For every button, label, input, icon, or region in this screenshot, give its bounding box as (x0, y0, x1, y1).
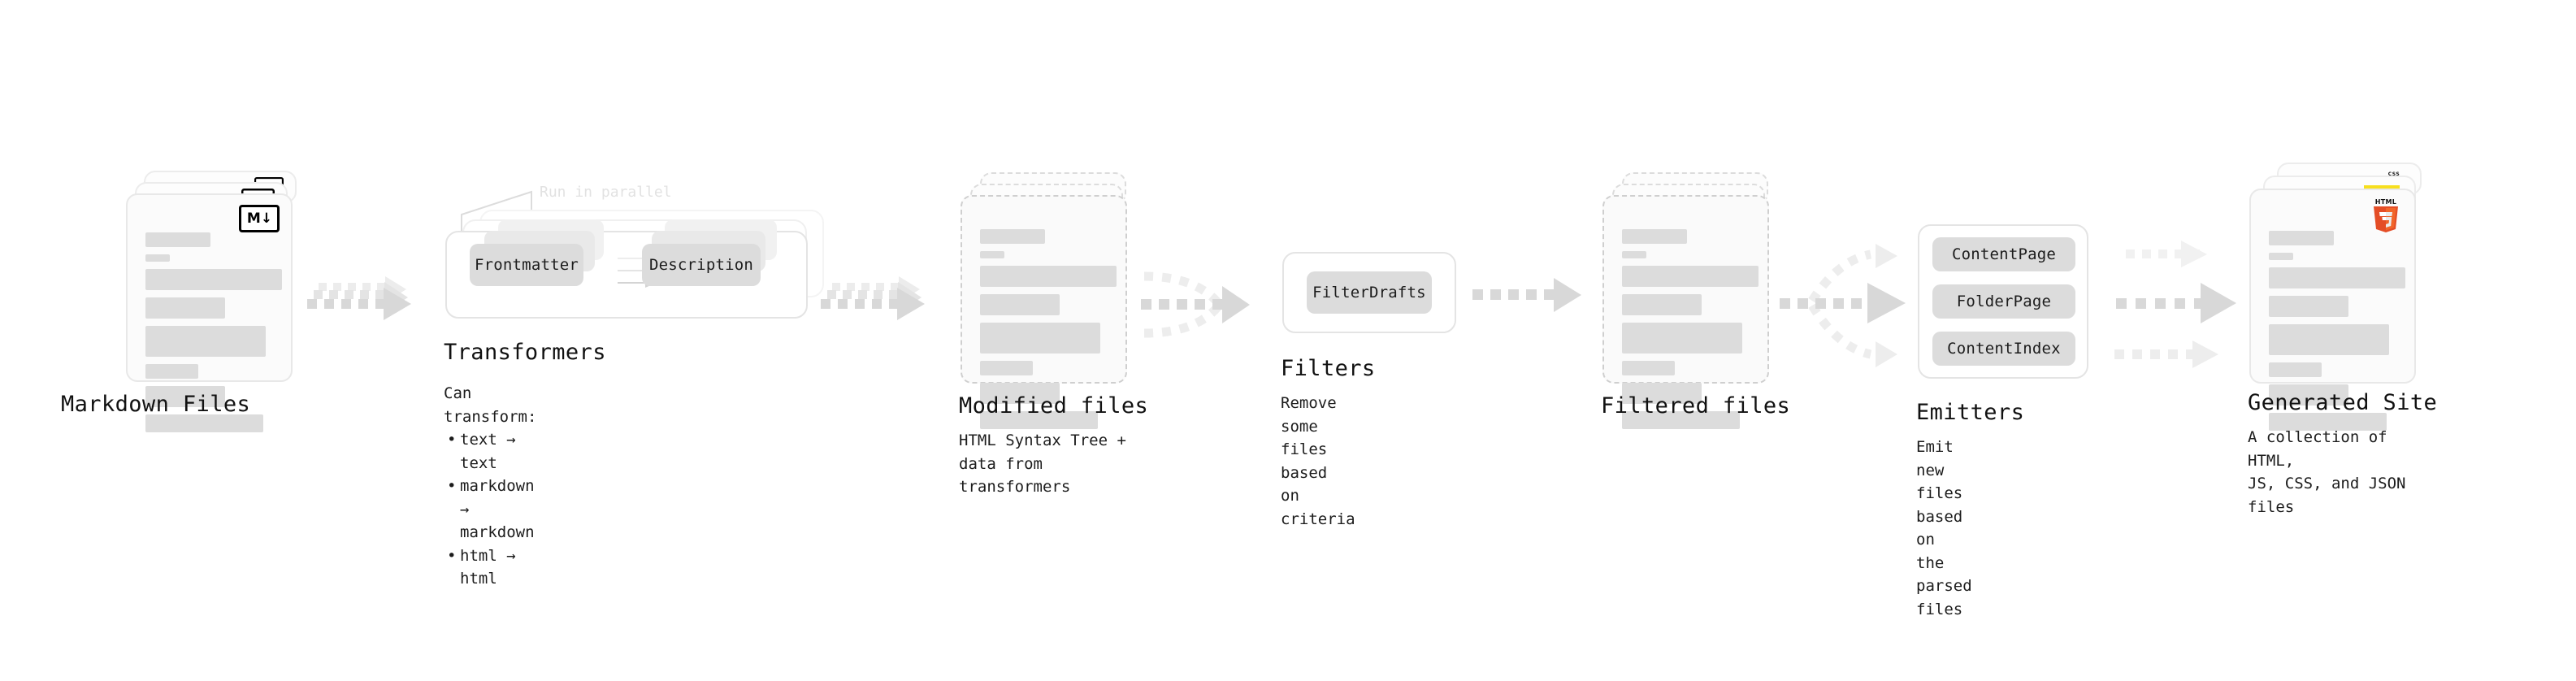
stage-title-generated-site: Generated Site (2248, 390, 2438, 415)
skeleton-bar (1622, 323, 1742, 354)
css-badge-wordmark: CSS (2387, 171, 2400, 177)
skeleton-bar (1622, 411, 1740, 429)
stage-subtitle-modified-files: HTML Syntax Tree + data from transformer… (959, 432, 1126, 496)
transformers-caption-list: text → text markdown → markdown html → h… (444, 428, 536, 591)
arrow-transformers-to-modified (821, 268, 935, 349)
html5-badge-wordmark: HTML (2374, 197, 2397, 206)
skeleton-bar (145, 254, 170, 262)
stage-title-modified-files: Modified files (959, 393, 1149, 419)
stage-title-transformers: Transformers (444, 340, 606, 365)
skeleton-bar (1622, 266, 1759, 287)
stage-markdown-files: M↓ M↓ M↓ Markdown Files (61, 171, 297, 432)
markdown-file-stack: M↓ M↓ M↓ (126, 171, 297, 432)
skeleton-bar (1622, 361, 1675, 375)
generated-file-stack: CSS HTML (2249, 163, 2424, 431)
filtered-skeleton-lines (1622, 229, 1759, 436)
skeleton-bar (980, 411, 1098, 429)
arrow-md-to-transformers (307, 268, 421, 349)
stage-subtitle-generated-site: A collection of HTML, JS, CSS, and JSON … (2248, 428, 2406, 516)
modified-file-stack (961, 172, 1135, 429)
skeleton-bar (980, 294, 1060, 315)
skeleton-bar (1622, 294, 1702, 315)
arrow-modified-to-filters (1138, 260, 1268, 366)
emitters-pill-contentindex[interactable]: ContentIndex (1932, 332, 2075, 366)
arrow-emitters-to-site (2113, 228, 2255, 390)
transformer-pill-description[interactable]: Description (642, 244, 761, 286)
transformers-caption-item-1: markdown → markdown (447, 475, 536, 544)
stage-subtitle-emitters: Emit new files based on the parsed files (1916, 438, 1972, 618)
generated-skeleton-lines (2269, 231, 2405, 438)
skeleton-bar (1622, 251, 1646, 258)
md-badge-letter: M (246, 210, 261, 227)
skeleton-bar (145, 326, 266, 357)
generated-card-html: HTML (2249, 189, 2416, 431)
modified-skeleton-lines (980, 229, 1117, 436)
skeleton-bar (2269, 296, 2348, 317)
skeleton-bar (1622, 229, 1687, 244)
skeleton-bar (980, 251, 1004, 258)
stage-title-filtered-files: Filtered files (1601, 393, 1791, 419)
skeleton-bar (2269, 362, 2322, 377)
transformers-caption-item-2: html → html (447, 544, 536, 591)
skeleton-bar (2269, 384, 2348, 406)
stage-generated-site: CSS HTML (2248, 163, 2437, 516)
transformers-caption-item-0: text → text (447, 428, 536, 475)
md-badge-arrow: ↓ (260, 210, 272, 227)
skeleton-bar (145, 414, 263, 432)
skeleton-bar (145, 232, 210, 247)
stage-title-emitters: Emitters (1916, 400, 2025, 425)
skeleton-bar (2269, 231, 2334, 245)
skeleton-bar (980, 229, 1045, 244)
run-in-parallel-label: Run in parallel (540, 184, 672, 201)
stage-filtered-files: Filtered files (1601, 172, 1790, 429)
skeleton-bar (145, 386, 225, 407)
html5-badge: HTML (2370, 198, 2401, 232)
skeleton-bar (145, 364, 198, 379)
transformers-caption-intro: Can transform: (444, 384, 537, 426)
skeleton-bar (145, 269, 282, 290)
stage-modified-files: Modified files HTML Syntax Tree + data f… (959, 172, 1148, 496)
markdown-card-front: M↓ (126, 193, 293, 432)
arrow-filtered-to-emitters (1780, 228, 1922, 390)
markdown-skeleton-lines (145, 232, 282, 440)
skeleton-bar (2269, 253, 2293, 260)
filters-pill-filterdrafts[interactable]: FilterDrafts (1307, 271, 1432, 314)
emitters-pill-contentpage[interactable]: ContentPage (1932, 237, 2075, 271)
transformers-caption: Can transform: text → text markdown → ma… (444, 382, 536, 591)
emitters-pill-folderpage[interactable]: FolderPage (1932, 284, 2075, 319)
skeleton-bar (980, 323, 1100, 354)
skeleton-bar (980, 383, 1060, 404)
skeleton-bar (980, 266, 1117, 287)
skeleton-bar (145, 297, 225, 319)
arrow-filters-to-filtered (1472, 278, 1594, 327)
stage-subtitle-filters: Remove some files based on criteria (1281, 394, 1355, 528)
filtered-card-front (1602, 195, 1769, 429)
skeleton-bar (980, 361, 1033, 375)
stage-title-markdown-files: Markdown Files (61, 392, 251, 417)
skeleton-bar (2269, 413, 2387, 431)
filtered-file-stack (1602, 172, 1777, 429)
transformer-pill-frontmatter[interactable]: Frontmatter (470, 244, 583, 286)
skeleton-bar (2269, 324, 2389, 355)
skeleton-bar (2269, 267, 2405, 288)
skeleton-bar (1622, 383, 1702, 404)
modified-card-front (961, 195, 1127, 429)
markdown-badge-icon: M↓ (239, 205, 280, 232)
stage-title-filters: Filters (1281, 356, 1376, 381)
